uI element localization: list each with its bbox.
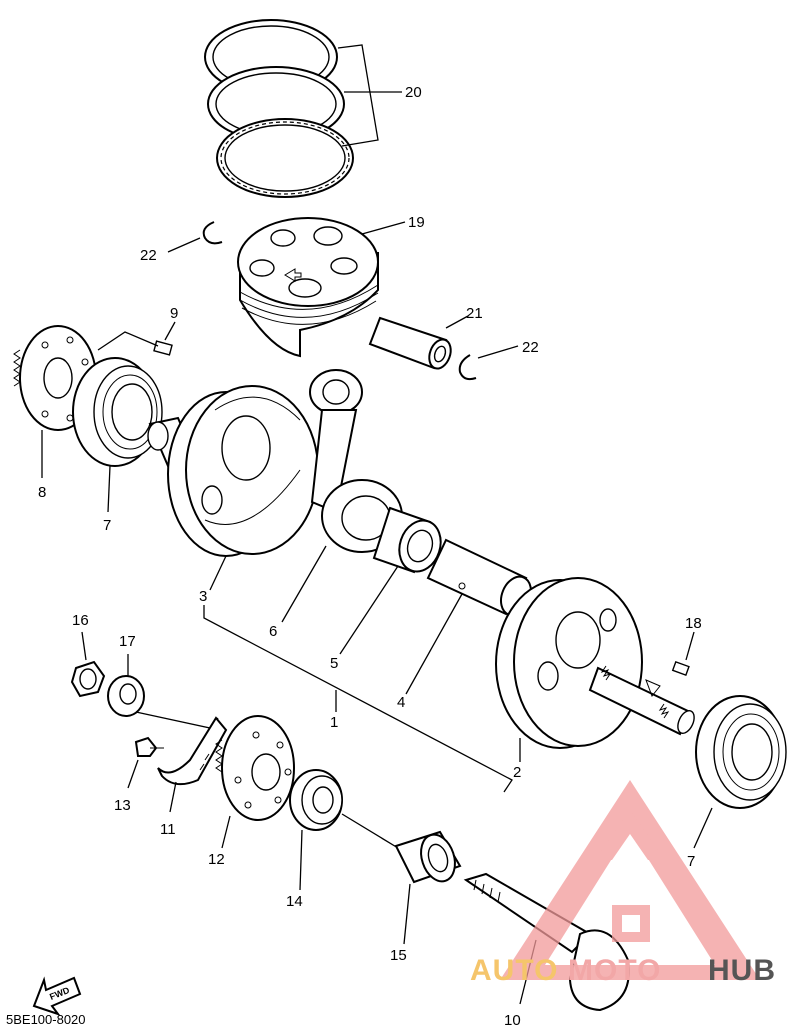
lock-washer — [107, 675, 145, 717]
needle-bearing — [372, 506, 442, 574]
label-6: 6 — [269, 623, 277, 640]
label-22-right: 22 — [522, 339, 539, 356]
balancer-needle-bearing — [394, 830, 462, 884]
label-13: 13 — [114, 797, 131, 814]
primary-drive-gear — [215, 715, 295, 821]
bearing-right — [695, 695, 787, 809]
bolt — [134, 736, 164, 757]
label-4: 4 — [397, 694, 405, 711]
right-shaft — [588, 665, 695, 736]
label-10: 10 — [504, 1012, 521, 1029]
label-22-left: 22 — [140, 247, 157, 264]
woodruff-key-left — [153, 340, 173, 356]
diagram-code: 5BE100-8020 — [6, 1012, 86, 1027]
circlip-left — [202, 221, 223, 245]
watermark-logo — [500, 780, 760, 980]
balancer-bearing — [289, 769, 343, 831]
label-11: 11 — [160, 821, 176, 838]
label-16: 16 — [72, 612, 89, 629]
label-15: 15 — [390, 947, 407, 964]
watermark-text-hub: HUB — [708, 954, 776, 987]
label-1: 1 — [330, 714, 338, 731]
woodruff-key-right — [671, 660, 690, 676]
crank-wheel-right — [495, 577, 643, 749]
plate — [157, 716, 228, 786]
watermark-text-moto: MOTO — [568, 954, 661, 987]
label-21: 21 — [466, 305, 483, 322]
nut — [70, 660, 106, 698]
piston-pin — [368, 316, 452, 370]
piston-rings — [204, 19, 354, 198]
label-19: 19 — [408, 214, 425, 231]
fwd-arrow-icon — [32, 976, 82, 1016]
label-8: 8 — [38, 484, 46, 501]
label-18: 18 — [685, 615, 702, 632]
watermark-text-auto: AUTO — [470, 954, 558, 987]
bearing-left — [72, 357, 163, 467]
crank-wheel-left — [167, 385, 319, 557]
label-14: 14 — [286, 893, 303, 910]
label-2: 2 — [513, 764, 521, 781]
label-3: 3 — [199, 588, 207, 605]
piston — [237, 217, 379, 358]
label-7-right: 7 — [687, 853, 695, 870]
label-5: 5 — [330, 655, 338, 672]
label-12: 12 — [208, 851, 225, 868]
label-9: 9 — [170, 305, 178, 322]
label-20: 20 — [405, 84, 422, 101]
label-17: 17 — [119, 633, 136, 650]
label-7-left: 7 — [103, 517, 111, 534]
circlip-right — [458, 354, 477, 381]
